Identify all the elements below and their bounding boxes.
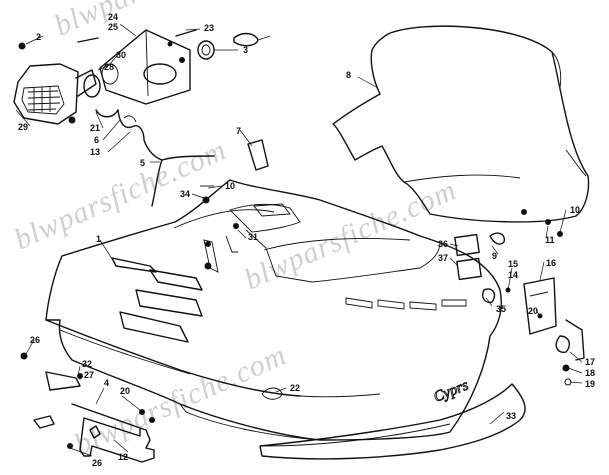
callout-2: 2: [36, 32, 41, 42]
callouts: 2 24 25 23 30 3 28 8 29 21 6 13 7 5 10 3…: [18, 12, 595, 468]
callout-9: 9: [492, 251, 497, 261]
callout-19: 19: [585, 379, 595, 389]
callout-16: 16: [546, 258, 556, 268]
headlight-bracket: [99, 29, 191, 105]
callout-29: 29: [18, 122, 28, 132]
callout-3: 3: [243, 45, 248, 55]
callout-18: 18: [585, 368, 595, 378]
callout-26-bottom: 26: [92, 458, 102, 468]
callout-35: 35: [496, 304, 506, 314]
callout-7: 7: [236, 126, 241, 136]
leader-lines: [15, 23, 583, 457]
callout-21: 21: [90, 123, 100, 133]
callout-15: 15: [508, 259, 518, 269]
callout-11: 11: [545, 235, 555, 245]
callout-32: 32: [82, 359, 92, 369]
callout-1: 1: [96, 234, 101, 244]
callout-10-right: 10: [570, 205, 580, 215]
callout-5: 5: [140, 158, 145, 168]
callout-33: 33: [506, 411, 516, 421]
callout-37: 37: [438, 253, 448, 263]
logo-text: Cyprs: [432, 377, 471, 405]
callout-24: 24: [108, 12, 118, 22]
loose-parts: [18, 42, 269, 270]
watermark: blwparsfiche.com blwparsfiche.com blwpar…: [9, 0, 461, 461]
callout-14: 14: [508, 270, 518, 280]
callout-10-top: 10: [225, 181, 235, 191]
callout-4: 4: [104, 378, 109, 388]
callout-25: 25: [108, 22, 118, 32]
callout-30: 30: [116, 50, 126, 60]
callout-17: 17: [585, 357, 595, 367]
callout-6: 6: [94, 135, 99, 145]
watermark-text-4: blwparsfiche.com: [69, 338, 291, 461]
headlight-assembly: [13, 63, 101, 125]
windshield: [332, 25, 590, 223]
callout-34: 34: [180, 189, 190, 199]
callout-28: 28: [104, 62, 114, 72]
callout-20-left: 20: [120, 386, 130, 396]
wiring-harness: [95, 109, 215, 207]
callout-23: 23: [204, 23, 214, 33]
callout-13: 13: [90, 147, 100, 157]
callout-26-top: 26: [30, 335, 40, 345]
callout-31: 31: [248, 232, 258, 242]
callout-20-right: 20: [528, 306, 538, 316]
right-hardware: [454, 209, 585, 386]
callout-12: 12: [118, 452, 128, 462]
callout-8: 8: [346, 70, 351, 80]
callout-36: 36: [438, 239, 448, 249]
hinge-bracket: [20, 352, 155, 463]
switch-parts: [77, 29, 271, 60]
callout-22: 22: [290, 383, 300, 393]
callout-27: 27: [84, 370, 94, 380]
